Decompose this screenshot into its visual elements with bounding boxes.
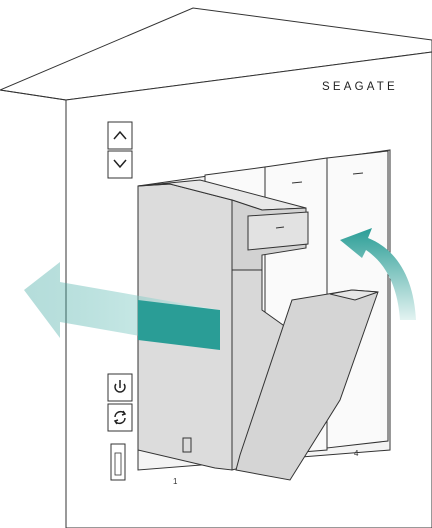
up-button[interactable] — [107, 121, 133, 150]
brand-logo: SEAGATE — [322, 81, 398, 93]
down-button[interactable] — [107, 150, 133, 179]
drive-lock-indicator — [182, 437, 192, 453]
power-icon — [114, 383, 126, 393]
drive-latch-handle[interactable] — [247, 211, 309, 251]
usb-port — [110, 443, 126, 481]
navigation-buttons — [107, 121, 133, 179]
sync-button[interactable] — [107, 403, 133, 432]
swing-open-arrow-icon — [340, 228, 416, 320]
chevron-up-icon — [113, 130, 127, 140]
pull-out-arrow-icon — [24, 262, 220, 350]
system-buttons — [107, 373, 133, 432]
sync-icon — [113, 410, 127, 425]
chevron-down-icon — [113, 159, 127, 169]
bay-label-1: 1 — [173, 477, 178, 486]
enclosure-left-edge — [0, 89, 67, 101]
bay-label-4: 4 — [354, 449, 359, 458]
